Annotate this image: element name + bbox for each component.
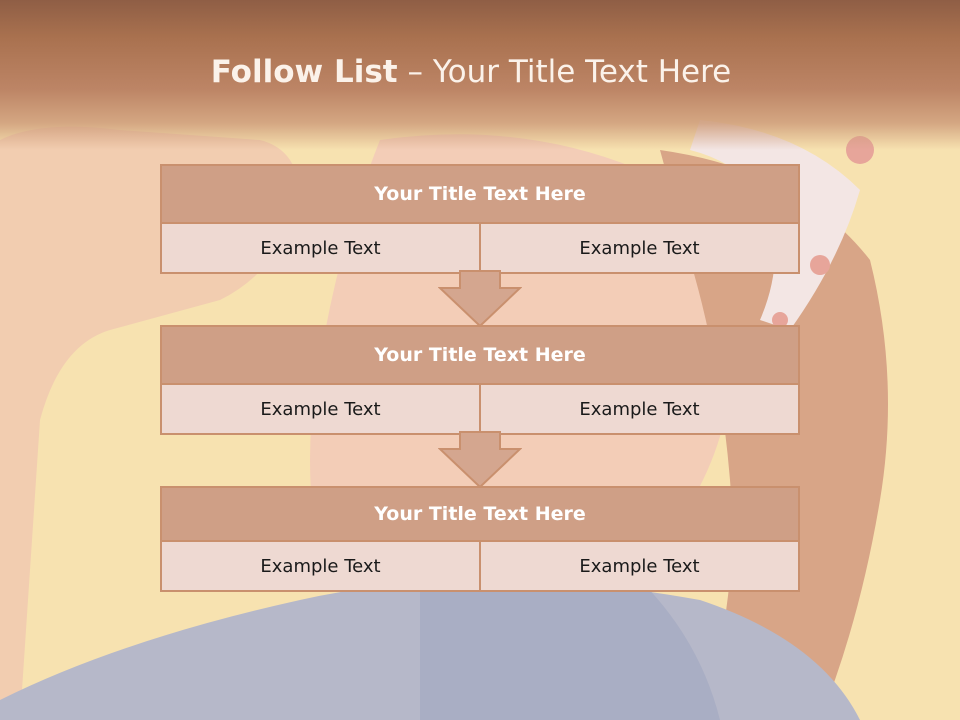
list-block-3: Your Title Text Here Example Text Exampl… bbox=[160, 486, 800, 592]
block-cell-right: Example Text bbox=[479, 224, 798, 272]
slide-title: Follow List – Your Title Text Here bbox=[0, 54, 942, 90]
block-title: Your Title Text Here bbox=[162, 327, 798, 385]
block-cell-right: Example Text bbox=[479, 385, 798, 433]
down-arrow-icon bbox=[438, 431, 522, 489]
block-row: Example Text Example Text bbox=[162, 224, 798, 272]
title-bold: Follow List bbox=[210, 54, 398, 90]
block-cell-left: Example Text bbox=[260, 398, 381, 420]
block-row: Example Text Example Text bbox=[162, 542, 798, 590]
block-title: Your Title Text Here bbox=[162, 166, 798, 224]
block-title: Your Title Text Here bbox=[162, 488, 798, 542]
title-rest: – Your Title Text Here bbox=[397, 54, 732, 90]
title-bar bbox=[0, 0, 960, 150]
block-cell-left: Example Text bbox=[260, 237, 381, 259]
block-row: Example Text Example Text bbox=[162, 385, 798, 433]
list-block-1: Your Title Text Here Example Text Exampl… bbox=[160, 164, 800, 274]
list-block-2: Your Title Text Here Example Text Exampl… bbox=[160, 325, 800, 435]
block-cell-left: Example Text bbox=[260, 555, 381, 577]
block-cell-right: Example Text bbox=[479, 542, 798, 590]
down-arrow-icon bbox=[438, 270, 522, 328]
